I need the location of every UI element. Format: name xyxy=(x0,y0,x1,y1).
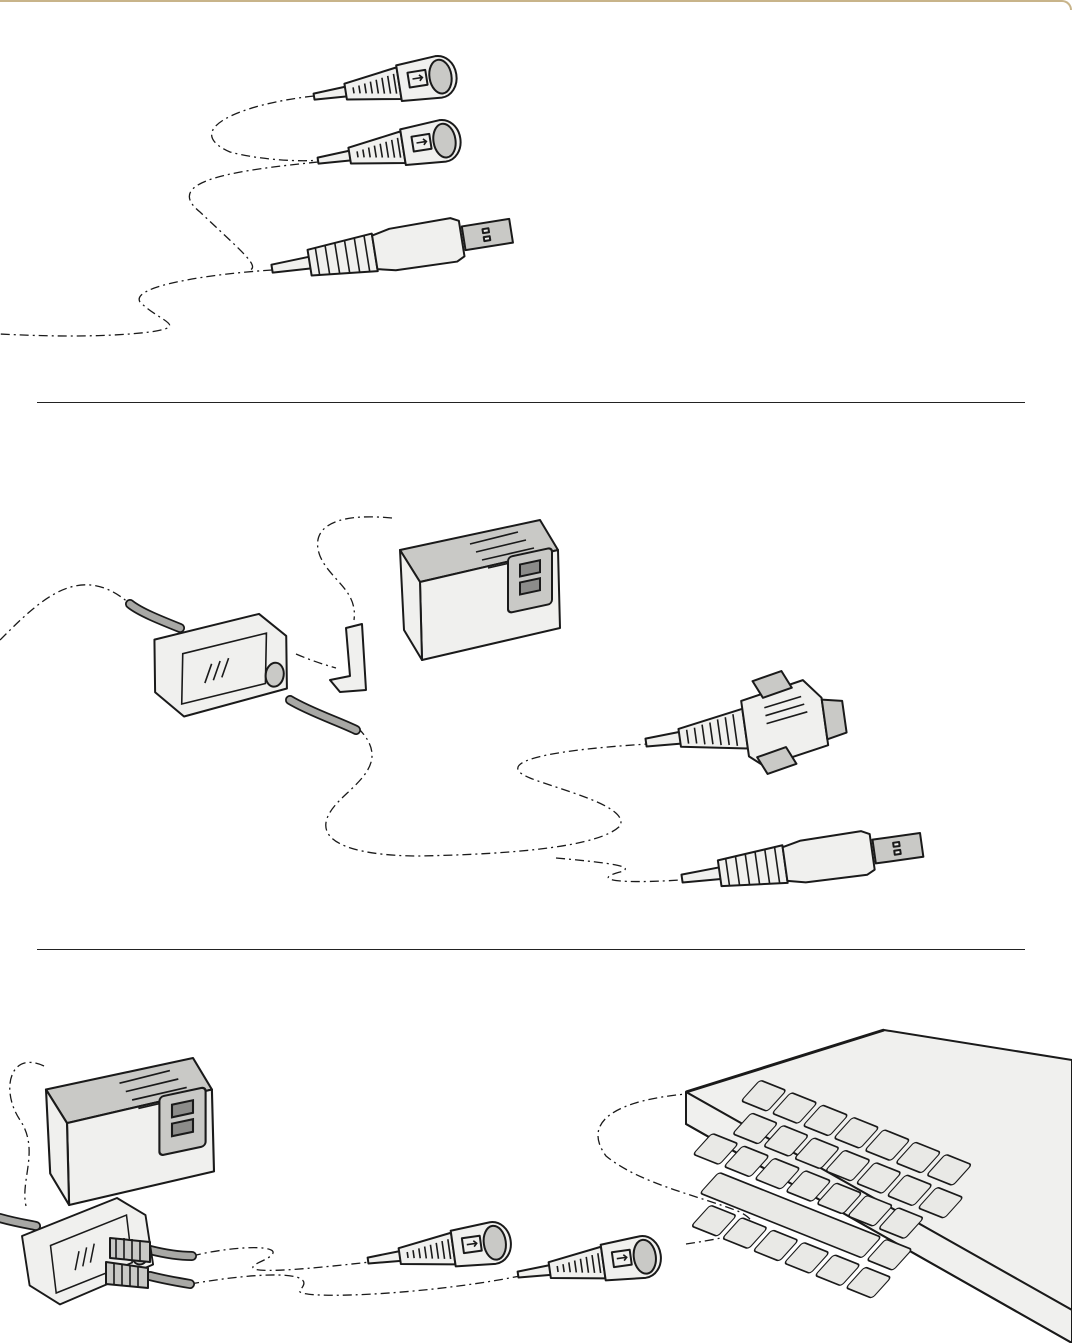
power-supply-icon xyxy=(46,1058,214,1205)
ps2-connector-icon xyxy=(365,1220,513,1282)
section-keyboard-wedge xyxy=(0,1030,1072,1343)
keyboard-icon xyxy=(645,1030,1072,1343)
section-interface-cables xyxy=(0,53,515,336)
right-angle-plug-icon xyxy=(330,624,366,692)
ps2-connector-icon xyxy=(515,1234,663,1296)
ps2-connector-icon xyxy=(311,53,460,117)
db9-connector-icon xyxy=(639,663,851,790)
usb-connector-icon xyxy=(679,823,925,900)
power-supply-icon xyxy=(400,520,560,660)
usb-connector-icon xyxy=(269,209,515,290)
ps2-connector-icon xyxy=(315,117,464,181)
section-power-and-interfaces xyxy=(0,517,925,901)
